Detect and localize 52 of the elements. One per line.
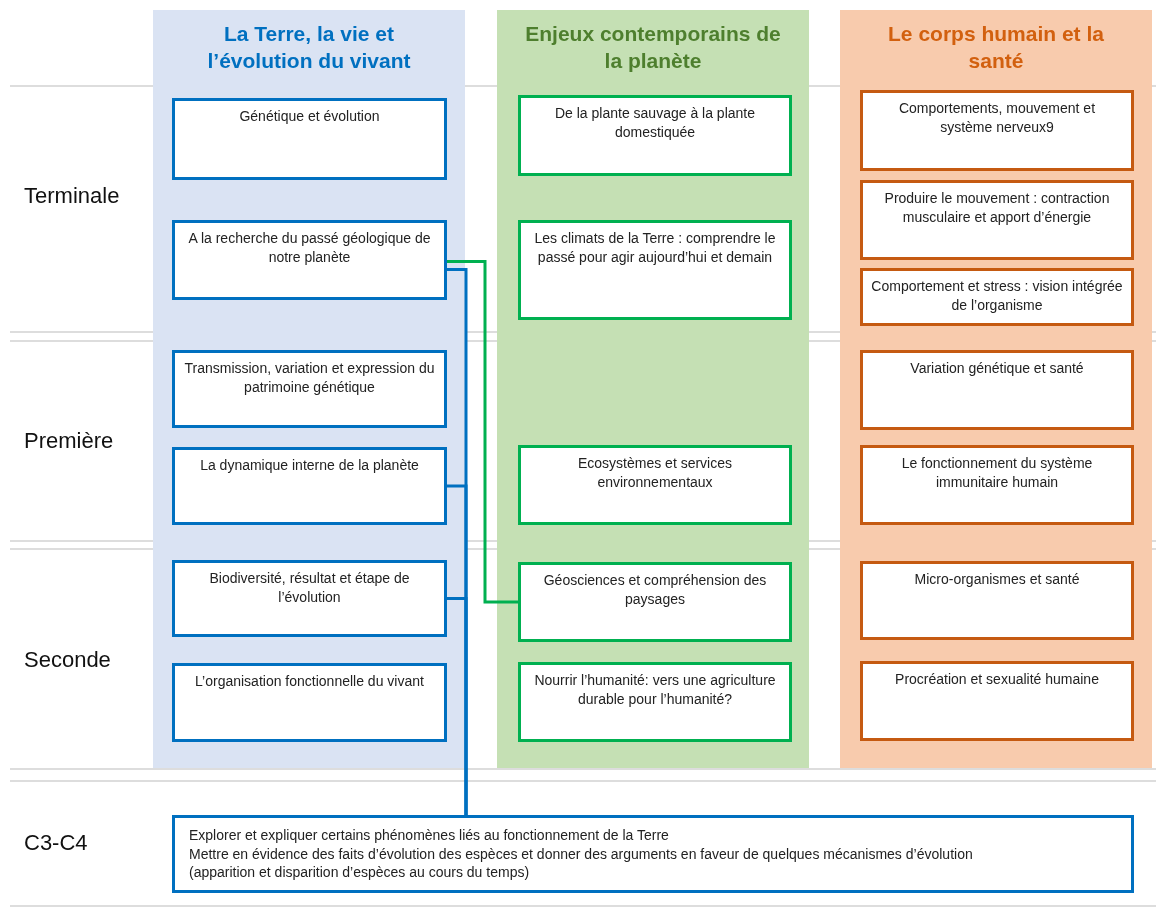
topic-text: Les climats de la Terre : comprendre le passé pour agir aujourd’hui et demain [533,229,777,267]
topic-text: Comportements, mouvement et système nerveux9 [897,99,1097,137]
row-label: Terminale [24,183,120,209]
topic-text: Micro-organismes et santé [914,570,1080,589]
topic-box [172,815,1134,893]
topic-text: Produire le mouvement : contraction musculaire et apport d’énergie [883,189,1111,227]
topic-box [172,560,447,637]
topic-box [172,98,447,180]
topic-box [172,220,447,300]
row-label: C3-C4 [24,830,88,856]
topic-box [172,350,447,428]
topic-box [518,662,792,742]
row-label: Seconde [24,647,111,673]
topic-text: Génétique et évolution [239,107,380,126]
topic-text: Comportement et stress : vision intégrée de l’organisme [871,277,1123,315]
topic-box [860,90,1134,171]
topic-text: (apparition et disparition d’espèces au cours du temps) [189,863,530,883]
topic-box [860,180,1134,260]
topic-text: Géosciences et compréhension des paysages [542,571,768,609]
topic-box [518,220,792,320]
topic-text: Nourrir l’humanité: vers une agriculture durable pour l’humanité? [533,671,777,709]
column-heading: Le corps humain et la santé [887,21,1105,75]
topic-text: L’organisation fonctionnelle du vivant [195,672,424,691]
topic-box [860,445,1134,525]
topic-text: Variation génétique et santé [910,359,1084,378]
column-band [840,10,1152,768]
topic-box [860,561,1134,640]
topic-box [172,447,447,525]
topic-box [172,663,447,742]
connector-line [447,597,468,815]
connector-line [447,260,518,604]
topic-text: Transmission, variation et expression du patrimoine génétique [183,359,436,397]
topic-text: A la recherche du passé géologique de notre planète [187,229,432,267]
topic-box [860,350,1134,430]
topic-box [860,661,1134,741]
topic-text: Procréation et sexualité humaine [895,670,1099,689]
topic-text: Explorer et expliquer certains phénomènes liés au fonctionnement de la Terre [189,825,669,845]
topic-text: Ecosystèmes et services environnementaux [576,454,734,492]
topic-box [860,268,1134,326]
topic-box [518,562,792,642]
topic-text: Mettre en évidence des faits d’évolution des espèces et donner des arguments en faveur de quelques mécanismes d’évolution [189,844,973,864]
row-label: Première [24,428,114,454]
topic-text: Biodiversité, résultat et étape de l’évolution [208,569,411,607]
column-heading: La Terre, la vie et l’évolution du vivant [206,21,412,75]
topic-text: De la plante sauvage à la plante domestiquée [553,104,756,142]
column-band [153,10,465,768]
topic-box [518,95,792,176]
column-heading: Enjeux contemporains de la planète [524,21,782,75]
topic-text: La dynamique interne de la planète [200,456,419,475]
topic-box [518,445,792,525]
topic-text: Le fonctionnement du système immunitaire humain [900,454,1094,492]
column-band [497,10,809,768]
